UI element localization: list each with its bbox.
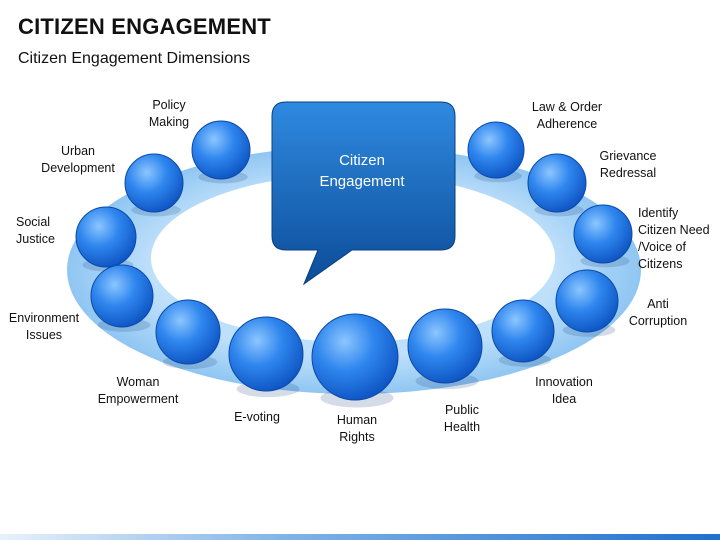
dimension-label: Law & Order Adherence	[531, 100, 603, 131]
dimension-label: Public Health	[443, 403, 481, 434]
footer-accent-bar	[0, 534, 720, 540]
dimension-label: Policy Making	[148, 98, 190, 129]
dimension-label: Urban Development	[41, 144, 115, 175]
dimension-label: Grievance Redressal	[599, 149, 657, 180]
dimension-sphere	[311, 313, 399, 401]
dimension-label: Woman Empowerment	[97, 375, 179, 406]
dimension-label: Human Rights	[336, 413, 378, 444]
dimension-sphere	[527, 153, 587, 213]
dimension-label: Social Justice	[16, 215, 55, 246]
dimension-label: Identify Citizen Need /Voice of Citizens	[638, 206, 710, 271]
dimension-sphere	[90, 264, 154, 328]
dimension-sphere	[573, 204, 633, 264]
dimension-sphere	[191, 120, 251, 180]
page-subtitle: Citizen Engagement Dimensions	[18, 50, 251, 67]
page-title: CITIZEN ENGAGEMENT	[18, 14, 271, 39]
dimension-sphere	[407, 308, 483, 384]
dimension-label: Anti Corruption	[628, 297, 688, 328]
dimension-sphere	[467, 121, 525, 179]
callout-bubble	[271, 101, 456, 286]
dimension-sphere	[155, 299, 221, 365]
dimension-sphere	[75, 206, 137, 268]
dimension-sphere	[555, 269, 619, 333]
dimension-label: E-voting	[234, 410, 280, 424]
dimension-sphere	[228, 316, 304, 392]
dimension-label: Environment Issues	[8, 311, 80, 342]
dimension-label: Innovation Idea	[535, 375, 593, 406]
center-label: Citizen Engagement	[319, 152, 405, 190]
dimension-sphere	[491, 299, 555, 363]
dimension-sphere	[124, 153, 184, 213]
